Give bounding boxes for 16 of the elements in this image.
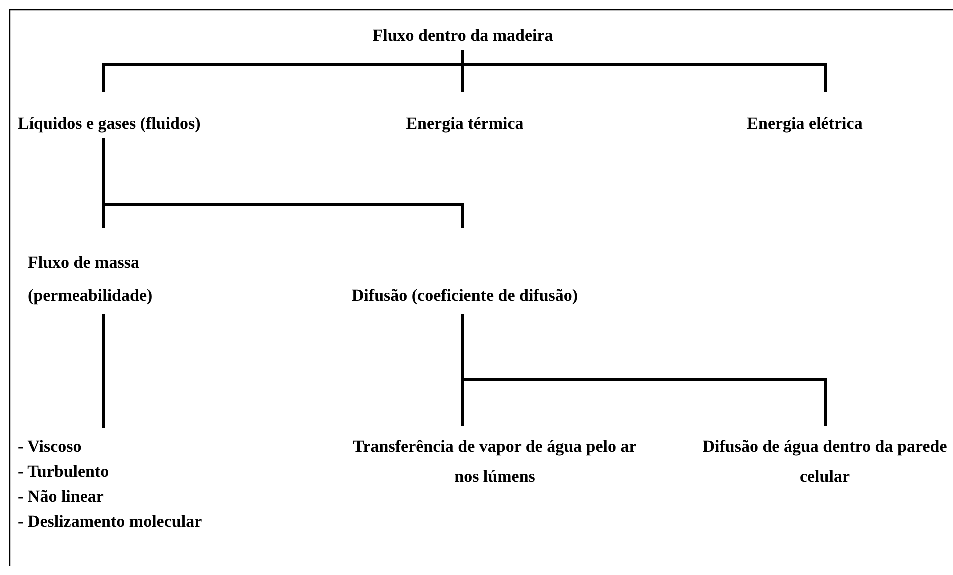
connector-line bbox=[102, 138, 464, 228]
connector-line bbox=[462, 50, 828, 92]
connector-line bbox=[102, 314, 106, 428]
heading-text: Fluxo dentro da madeira bbox=[372, 25, 554, 47]
list-item: - Deslizamento molecular bbox=[18, 511, 204, 533]
subcategory-text: Fluxo de massa (permeabilidade) bbox=[28, 252, 154, 307]
subcategory-text: Difusão (coeficiente de difusão) bbox=[350, 285, 580, 307]
list-item: - Turbulento bbox=[18, 461, 110, 483]
category-text: Energia elétrica bbox=[746, 113, 864, 135]
connector-line bbox=[462, 314, 828, 426]
list-item: - Viscoso bbox=[18, 436, 83, 458]
list-item: - Não linear bbox=[18, 486, 105, 508]
description-text: Difusão de água dentro da parede celular bbox=[702, 436, 948, 488]
category-text: Energia térmica bbox=[405, 113, 525, 135]
description-text: Transferência de vapor de água pelo ar nos lúmens bbox=[352, 436, 638, 488]
category-text: Líquidos e gases (fluidos) bbox=[18, 113, 202, 135]
